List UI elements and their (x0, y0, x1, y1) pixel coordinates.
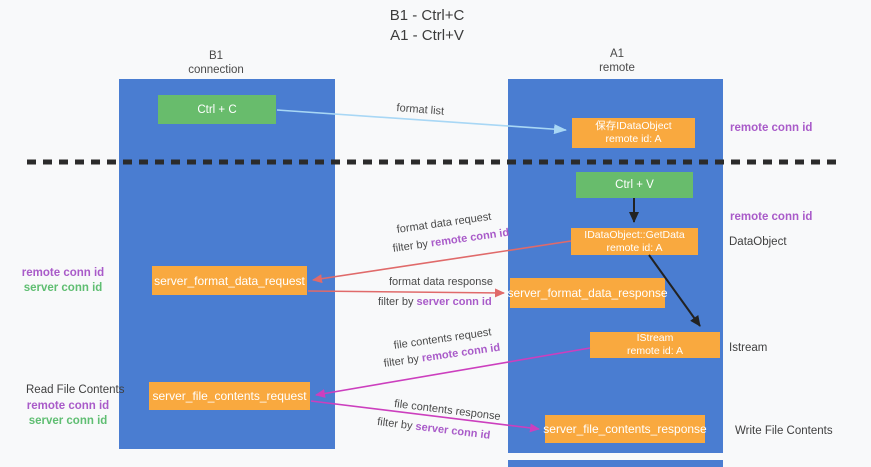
node-server-format-data-response: server_format_data_response (507, 278, 668, 308)
label-remote-conn-id-right-2: remote conn id (730, 211, 813, 223)
server-conn-id-text: server conn id (414, 420, 491, 442)
title-line-1: B1 - Ctrl+C (389, 7, 465, 24)
label-filter-by-server-1: filter by server conn id (378, 296, 492, 308)
node-ctrl-c: Ctrl + C (158, 95, 276, 124)
right-lane-bottom-strip (508, 460, 723, 467)
node-ctrl-v-label: Ctrl + V (615, 179, 654, 191)
node-idataobject-getdata-line2: remote id: A (606, 241, 663, 254)
label-dataobject: DataObject (729, 236, 787, 248)
remote-conn-id-text: remote conn id (430, 226, 510, 250)
node-save-dataobject-line2: remote id: A (605, 133, 662, 145)
arrow-format-data-response (307, 288, 505, 298)
node-save-dataobject: 保存IDataObject remote id: A (572, 118, 695, 148)
conn-id-pair-1: remote conn id server conn id (18, 266, 108, 296)
title-line-2: A1 - Ctrl+V (390, 27, 464, 44)
node-server-file-contents-request: server_file_contents_request (149, 382, 310, 410)
label-write-file-contents: Write File Contents (735, 425, 833, 437)
lane-header-a1: A1 remote (567, 48, 667, 75)
label-format-data-response: format data response (389, 276, 493, 288)
node-save-dataobject-line1: 保存IDataObject (595, 120, 672, 132)
remote-conn-id-left-2: remote conn id (26, 400, 110, 412)
node-server-file-contents-response: server_file_contents_response (543, 415, 707, 443)
node-istream: IStream remote id: A (590, 332, 720, 358)
lane-a1-name: A1 (609, 48, 625, 60)
lane-header-b1: B1 connection (166, 50, 266, 77)
node-idataobject-getdata-line1: IDataObject::GetData (584, 228, 685, 241)
node-server-file-contents-response-label: server_file_contents_response (543, 422, 707, 436)
filter-by-text: filter by (378, 296, 417, 308)
remote-conn-id-left-1: remote conn id (21, 267, 105, 279)
lane-a1-subtitle: remote (599, 61, 635, 74)
label-remote-conn-id-right-1: remote conn id (730, 122, 813, 134)
filter-by-text: filter by (383, 352, 423, 370)
server-conn-id-text: server conn id (416, 296, 492, 308)
label-read-file-contents: Read File Contents (26, 384, 125, 396)
lane-b1-name: B1 (208, 50, 224, 62)
server-conn-id-left-1: server conn id (23, 282, 103, 294)
node-idataobject-getdata: IDataObject::GetData remote id: A (571, 228, 698, 255)
node-server-format-data-request-label: server_format_data_request (154, 273, 305, 288)
node-server-format-data-response-label: server_format_data_response (507, 286, 668, 300)
filter-by-text: filter by (392, 237, 432, 255)
conn-id-pair-2: remote conn id server conn id (23, 399, 113, 429)
label-format-list: format list (396, 102, 445, 118)
node-server-format-data-request: server_format_data_request (152, 266, 307, 295)
filter-by-text: filter by (376, 416, 417, 433)
node-ctrl-c-label: Ctrl + C (197, 103, 237, 116)
node-ctrl-v: Ctrl + V (576, 172, 693, 198)
node-istream-line1: IStream (636, 332, 674, 344)
node-server-file-contents-request-label: server_file_contents_request (152, 389, 307, 403)
server-conn-id-left-2: server conn id (28, 415, 108, 427)
diagram-title: B1 - Ctrl+C A1 - Ctrl+V (352, 6, 502, 46)
label-istream: Istream (729, 342, 768, 354)
lane-b1-subtitle: connection (188, 63, 244, 76)
node-istream-line2: remote id: A (626, 345, 684, 357)
